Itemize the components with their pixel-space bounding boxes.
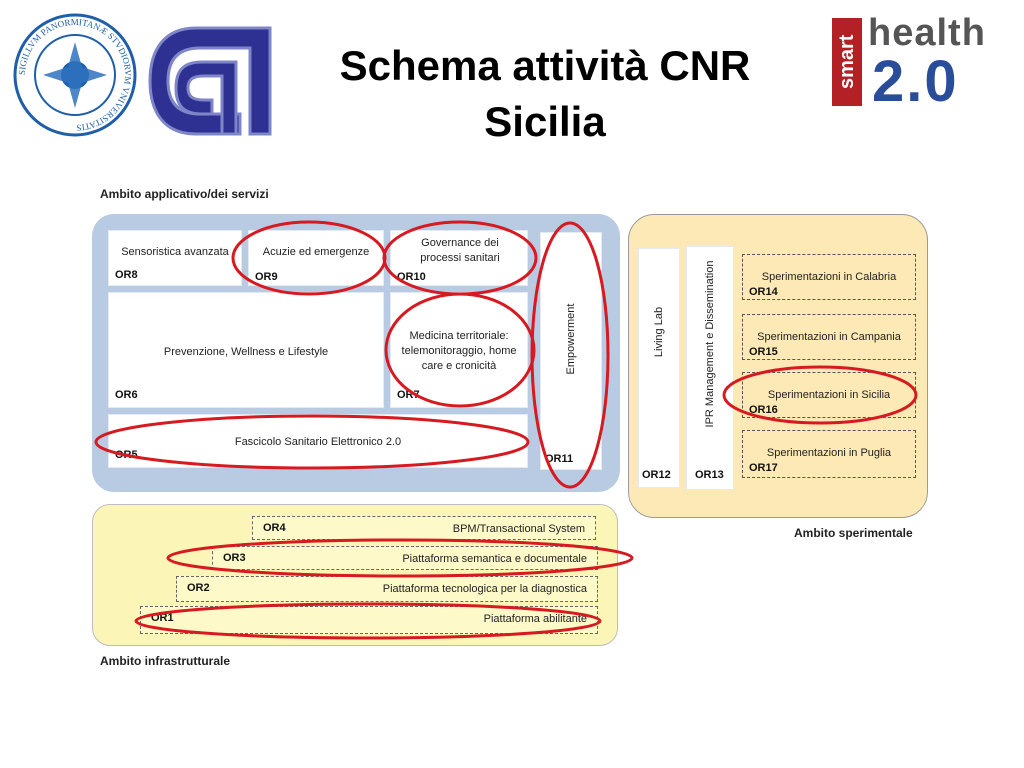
layer-or2: OR2 Piattaforma tecnologica per la diagn… bbox=[176, 576, 598, 602]
box-or10-code: OR10 bbox=[397, 271, 426, 283]
box-or15: Sperimentazioni in Campania OR15 bbox=[742, 314, 916, 360]
title-line-1: Schema attività CNR bbox=[339, 42, 751, 89]
title-line-2: Sicilia bbox=[484, 98, 606, 145]
box-or17-code: OR17 bbox=[749, 462, 778, 474]
university-seal-logo: SIGILLVM PANORMITANÆ STVDIORVM VNIVERSIT… bbox=[12, 12, 138, 138]
box-or7: Medicina territoriale: telemonitoraggio,… bbox=[390, 292, 528, 408]
box-or6-code: OR6 bbox=[115, 389, 138, 401]
box-or7-label: Medicina territoriale: telemonitoraggio,… bbox=[401, 330, 517, 372]
box-or8-label: Sensoristica avanzata bbox=[121, 246, 229, 258]
box-or11: Empowerment OR11 bbox=[540, 232, 602, 470]
box-or16-label: Sperimentazioni in Sicilia bbox=[767, 389, 891, 401]
box-or17-label: Sperimentazioni in Puglia bbox=[766, 447, 892, 459]
layer-or4: OR4 BPM/Transactional System bbox=[252, 516, 596, 540]
box-or10-label: Governance dei processi sanitari bbox=[420, 237, 500, 264]
box-or12-label: Living Lab bbox=[653, 307, 665, 358]
section-label-applicative: Ambito applicativo/dei servizi bbox=[100, 187, 269, 201]
layer-or4-label: BPM/Transactional System bbox=[452, 523, 585, 535]
box-or5: Fascicolo Sanitario Elettronico 2.0 OR5 bbox=[108, 414, 528, 468]
box-or14: Sperimentazioni in Calabria OR14 bbox=[742, 254, 916, 300]
box-or8: Sensoristica avanzata OR8 bbox=[108, 230, 242, 286]
box-or11-code: OR11 bbox=[545, 453, 574, 465]
layer-or3: OR3 Piattaforma semantica e documentale bbox=[212, 546, 598, 570]
box-or16: Sperimentazioni in Sicilia OR16 bbox=[742, 372, 916, 418]
box-or15-code: OR15 bbox=[749, 346, 778, 358]
box-or8-code: OR8 bbox=[115, 269, 138, 281]
layer-or1-code: OR1 bbox=[151, 612, 174, 624]
box-or7-code: OR7 bbox=[397, 389, 420, 401]
cnr-logo bbox=[146, 22, 276, 140]
layer-or1-label: Piattaforma abilitante bbox=[483, 613, 587, 625]
box-or10: Governance dei processi sanitari OR10 bbox=[390, 230, 528, 286]
box-or12-code: OR12 bbox=[642, 469, 671, 481]
box-or16-code: OR16 bbox=[749, 404, 778, 416]
box-or15-label: Sperimentazioni in Campania bbox=[757, 331, 901, 343]
layer-or3-label: Piattaforma semantica e documentale bbox=[402, 553, 587, 565]
smart-health-logo: smart health 2.0 bbox=[832, 12, 1010, 114]
layer-or1: OR1 Piattaforma abilitante bbox=[140, 606, 598, 634]
layer-or2-code: OR2 bbox=[187, 582, 210, 594]
section-label-infrastructural: Ambito infrastrutturale bbox=[100, 654, 231, 668]
box-or9-label: Acuzie ed emergenze bbox=[262, 246, 370, 258]
layer-or4-code: OR4 bbox=[263, 522, 286, 534]
page-title: Schema attività CNR Sicilia bbox=[290, 38, 800, 150]
box-or6: Prevenzione, Wellness e Lifestyle OR6 bbox=[108, 292, 384, 408]
box-or14-code: OR14 bbox=[749, 286, 778, 298]
box-or14-label: Sperimentazioni in Calabria bbox=[761, 271, 897, 283]
box-or12: Living Lab OR12 bbox=[638, 248, 680, 488]
section-label-experimental: Ambito sperimentale bbox=[794, 526, 913, 540]
box-or5-label: Fascicolo Sanitario Elettronico 2.0 bbox=[234, 436, 402, 448]
box-or6-label: Prevenzione, Wellness e Lifestyle bbox=[163, 346, 329, 358]
layer-or3-code: OR3 bbox=[223, 552, 246, 564]
box-or9-code: OR9 bbox=[255, 271, 278, 283]
box-or17: Sperimentazioni in Puglia OR17 bbox=[742, 430, 916, 478]
box-or5-code: OR5 bbox=[115, 449, 138, 461]
smart-health-logo-smart: smart bbox=[832, 18, 862, 106]
box-or11-label: Empowerment bbox=[565, 303, 577, 375]
smart-health-logo-health: health bbox=[868, 12, 986, 54]
box-or9: Acuzie ed emergenze OR9 bbox=[248, 230, 384, 286]
layer-or2-label: Piattaforma tecnologica per la diagnosti… bbox=[382, 583, 587, 595]
box-or13-code: OR13 bbox=[695, 469, 724, 481]
smart-health-logo-version: 2.0 bbox=[872, 49, 959, 114]
box-or13: IPR Management e Dissemination OR13 bbox=[686, 246, 734, 490]
box-or13-label: IPR Management e Dissemination bbox=[704, 260, 716, 428]
